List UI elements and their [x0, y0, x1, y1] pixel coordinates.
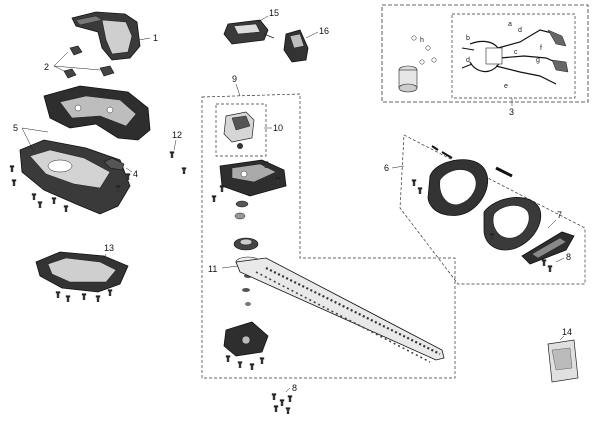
callout-3: 3: [509, 107, 514, 117]
trigger-part: [521, 219, 575, 265]
callout-9: 9: [232, 74, 237, 84]
gearbox-blade-assembly-box: [201, 93, 456, 379]
wire-label-e: e: [504, 83, 508, 90]
leader-9: [235, 83, 241, 97]
battery-part: [283, 29, 319, 63]
charger-part: [223, 15, 275, 45]
gear-stack: [233, 200, 261, 306]
warning-label-part: [547, 335, 579, 383]
callout-8-bottom: 8: [292, 383, 297, 393]
wiring-inset-box: [381, 4, 589, 103]
callout-13: 13: [104, 243, 114, 253]
callout-5: 5: [13, 123, 18, 133]
gearbox-lower-part: [223, 321, 269, 370]
wire-label-f: f: [540, 45, 542, 52]
screw-set-8-bottom: [271, 387, 293, 414]
wire-label-d1: d: [518, 27, 522, 34]
motor-box: [215, 103, 267, 157]
callout-1: 1: [153, 33, 158, 43]
screw-set-12: [169, 139, 187, 174]
wire-label-c: c: [514, 49, 518, 56]
wiring-harness-box: [451, 13, 576, 99]
callout-12: 12: [172, 130, 182, 140]
housing-upper-half: [43, 85, 151, 141]
wire-label-d2: d: [466, 57, 470, 64]
callout-14: 14: [562, 327, 572, 337]
base-plate-part: [35, 251, 129, 302]
wire-label-b: b: [466, 35, 470, 42]
switch-lever-part: [103, 157, 133, 173]
callout-2: 2: [44, 62, 49, 72]
callout-6: 6: [384, 163, 389, 173]
callout-10: 10: [273, 123, 283, 133]
housing-lower-half-part: [19, 127, 131, 215]
wire-label-h: h: [420, 37, 424, 44]
screw-set-8-handle: [541, 257, 565, 272]
rear-handle-parts: [391, 145, 542, 251]
wire-label-a: a: [508, 21, 512, 28]
callout-7: 7: [557, 210, 562, 220]
battery-cover-part: [71, 11, 151, 61]
callout-4: 4: [133, 169, 138, 179]
wire-label-g: g: [536, 57, 540, 64]
gearbox-upper-part: [211, 159, 287, 202]
handle-assembly-box: [399, 134, 586, 285]
cover-clips-part: [53, 45, 115, 79]
callout-15: 15: [269, 8, 279, 18]
blade-part: [221, 257, 445, 363]
callout-16: 16: [319, 26, 329, 36]
wiring-inset-parts: [398, 29, 569, 106]
callout-11: 11: [208, 264, 217, 274]
callout-8-handle: 8: [566, 252, 571, 262]
motor-part: [223, 111, 272, 149]
